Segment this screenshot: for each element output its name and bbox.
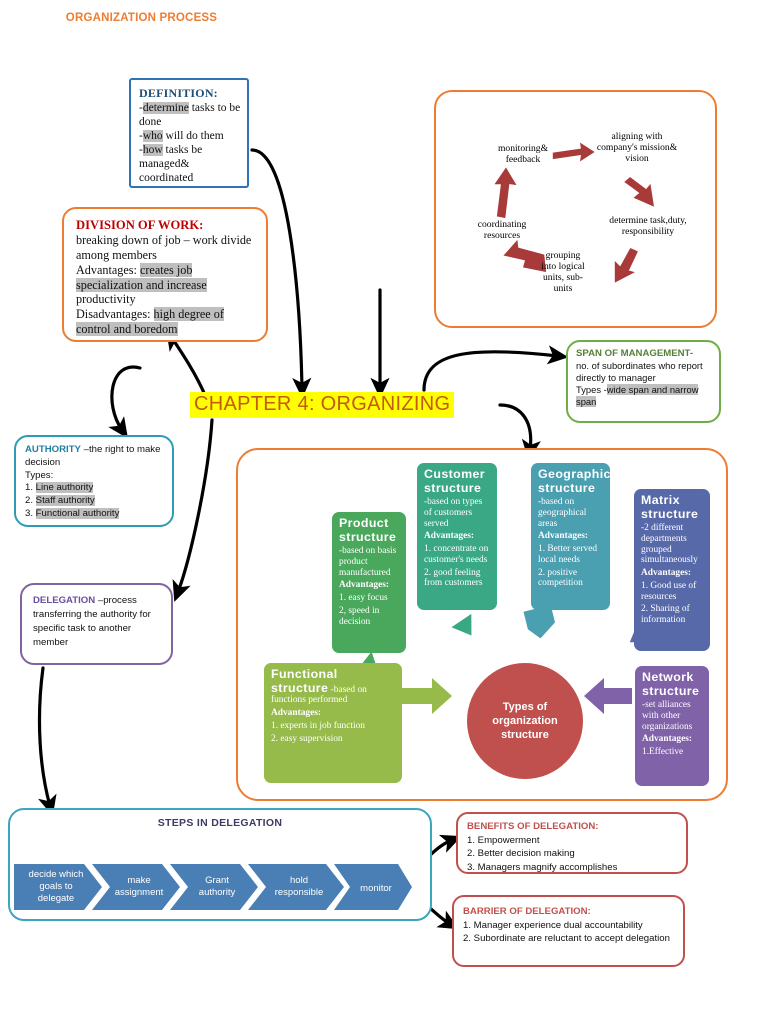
- definition-line-1: -determine tasks to be done: [139, 101, 241, 128]
- delegation-step-2-l1: make: [127, 875, 150, 886]
- division-of-work-line-1: breaking down of job – work divide among…: [76, 233, 252, 262]
- network-advantage-1: 1.Effective: [642, 747, 684, 758]
- division-of-work-box: DIVISION OF WORK: breaking down of job –…: [62, 207, 268, 342]
- definition-box: DEFINITION: -determine tasks to be done …: [129, 78, 249, 188]
- customer-adv-label: Advantages:: [424, 531, 475, 542]
- delegation-step-5-l1: monitor: [360, 883, 392, 894]
- geographic-advantage-2: 2. positive competition: [538, 567, 583, 589]
- network-desc: -set alliances with other organizations: [642, 700, 693, 732]
- geographic-adv-label: Advantages:: [538, 531, 589, 542]
- geographic-desc: -based on geographical areas: [538, 497, 587, 529]
- customer-advantage-2: 2. good feeling from customers: [424, 567, 483, 589]
- svg-text:assignment: assignment: [115, 887, 164, 898]
- barrier-title: BARRIER OF DELEGATION:: [463, 906, 591, 917]
- definition-line-2: -who will do them: [139, 129, 224, 142]
- delegation-title: DELEGATION: [33, 595, 96, 606]
- division-of-work-line-3: Disadvantages: high degree of control an…: [76, 307, 224, 336]
- benefits-of-delegation-box: BENEFITS OF DELEGATION: 1. Empowerment 2…: [456, 812, 688, 874]
- steps-in-delegation-title: STEPS IN DELEGATION: [157, 817, 283, 829]
- matrix-advantage-1: 1. Good use of resources: [641, 580, 697, 602]
- network-heading: Network structure: [642, 670, 700, 698]
- authority-type-1: 1. Line authority: [25, 482, 94, 494]
- organization-process-panel: [434, 90, 717, 328]
- definition-line-3: -how tasks be managed& coordinated: [139, 143, 203, 184]
- product-desc: -based on basis product manufactured: [339, 546, 397, 578]
- matrix-advantage-2: 2. Sharing of information: [641, 604, 690, 626]
- geographic-heading: Geographic structure: [538, 467, 610, 495]
- delegation-step-1-l1: decide which: [29, 869, 84, 880]
- delegation-step-3-l1: Grant: [205, 875, 229, 886]
- structure-box-product: Product structure -based on basis produc…: [332, 512, 406, 653]
- barrier-item-2: 2. Subordinate are reluctant to accept d…: [463, 933, 670, 945]
- benefits-item-3: 3. Managers magnify accomplishes: [467, 861, 618, 873]
- structure-box-matrix: Matrix structure -2 different department…: [634, 489, 710, 651]
- structure-box-functional: Functional structure -based on functions…: [264, 663, 402, 783]
- matrix-desc: -2 different departments grouped simulta…: [641, 523, 698, 566]
- product-advantage-2: 2, speed in decision: [339, 605, 380, 627]
- svg-text:delegate: delegate: [38, 893, 74, 904]
- matrix-heading: Matrix structure: [641, 493, 699, 521]
- product-heading: Product structure: [339, 516, 397, 544]
- process-step-coordinating: coordinating resources: [477, 219, 527, 242]
- delegation-chevron-row: decide which goals to delegate make assi…: [14, 864, 412, 910]
- benefits-title: BENEFITS OF DELEGATION:: [467, 821, 599, 832]
- functional-heading: Functional structure: [271, 667, 338, 695]
- span-of-management-box: SPAN OF MANAGEMENT- no. of subordinates …: [566, 340, 721, 423]
- geographic-advantage-1: 1. Better served local needs: [538, 544, 598, 565]
- span-of-management-line-1: no. of subordinates who report directly …: [576, 360, 703, 384]
- svg-text:goals to: goals to: [39, 881, 72, 892]
- delegation-step-4-l1: hold: [290, 875, 308, 886]
- authority-title-line: AUTHORITY –the right to make decision: [25, 444, 161, 468]
- delegation-subtitle: –process transferring the authority for …: [33, 595, 151, 648]
- definition-title: DEFINITION:: [139, 86, 218, 100]
- page-title: CHAPTER 4: ORGANIZING: [190, 392, 455, 418]
- benefits-item-2: 2. Better decision making: [467, 848, 575, 860]
- structure-box-network: Network structure -set alliances with ot…: [635, 666, 709, 786]
- functional-advantage-2: 2. easy supervision: [271, 733, 343, 744]
- structure-box-customer: Customer structure -based on types of cu…: [417, 463, 497, 610]
- authority-types-label: Types:: [25, 469, 54, 481]
- customer-desc: -based on types of customers served: [424, 497, 483, 529]
- product-advantage-1: 1. easy focus: [339, 593, 388, 604]
- barrier-of-delegation-box: BARRIER OF DELEGATION: 1. Manager experi…: [452, 895, 685, 967]
- organization-process-cycle-arrows: [491, 139, 657, 286]
- process-step-monitoring: monitoring& feedback: [497, 143, 549, 166]
- span-of-management-line-2: Types -wide span and narrow span: [576, 384, 699, 408]
- process-step-aligning: aligning with company's mission& vision: [596, 131, 678, 165]
- authority-type-3: 3. Functional authority: [25, 507, 120, 519]
- structure-box-geographic: Geographic structure -based on geographi…: [531, 463, 610, 610]
- division-of-work-line-2: Advantages: creates job specialization a…: [76, 262, 207, 307]
- product-adv-label: Advantages:: [339, 580, 390, 591]
- process-step-determine: determine task,duty, responsibility: [609, 215, 687, 238]
- customer-advantage-1: 1. concentrate on customer's needs: [424, 544, 489, 565]
- span-of-management-title: SPAN OF MANAGEMENT-: [576, 348, 694, 359]
- structure-center-circle: Types of organization structure: [467, 663, 583, 779]
- svg-text:authority: authority: [199, 887, 236, 898]
- authority-box: AUTHORITY –the right to make decision Ty…: [14, 435, 174, 527]
- structure-center-label: Types of organization structure: [492, 700, 558, 742]
- division-of-work-title: DIVISION OF WORK:: [76, 218, 204, 232]
- barrier-item-1: 1. Manager experience dual accountabilit…: [463, 919, 643, 931]
- functional-advantage-1: 1. experts in job function: [271, 720, 365, 731]
- svg-text:responsible: responsible: [275, 887, 324, 898]
- network-adv-label: Advantages:: [642, 734, 693, 745]
- process-step-grouping: grouping into logical units, sub-units: [541, 250, 585, 295]
- delegation-box: DELEGATION –process transferring the aut…: [20, 583, 173, 665]
- customer-heading: Customer structure: [424, 467, 486, 495]
- functional-adv-label: Advantages:: [271, 708, 322, 719]
- authority-type-2: 2. Staff authority: [25, 495, 95, 506]
- matrix-adv-label: Advantages:: [641, 568, 692, 579]
- functional-desc: -based on functions performed: [271, 684, 367, 706]
- benefits-item-1: 1. Empowerment: [467, 834, 540, 846]
- organization-process-title: ORGANIZATION PROCESS: [65, 12, 218, 24]
